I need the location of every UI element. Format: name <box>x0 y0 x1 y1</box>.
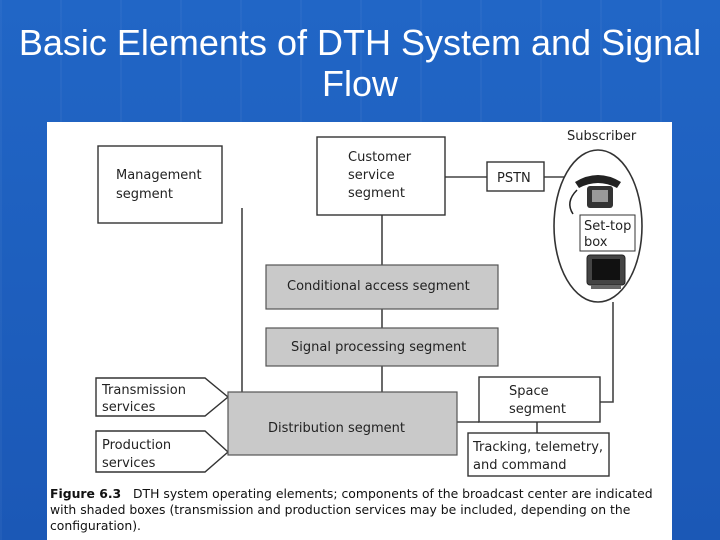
management-label-line1: Management <box>116 168 202 183</box>
signal-processing-label: Signal processing segment <box>291 340 466 355</box>
signal-processing-box <box>265 327 499 367</box>
dth-diagram-figure: Subscriber Set-top box Management segmen… <box>47 122 672 540</box>
telephone-icon <box>569 175 621 215</box>
figure-caption-text: DTH system operating elements; component… <box>50 486 653 533</box>
customer-label-line2: service <box>348 168 395 183</box>
television-icon <box>586 254 626 289</box>
figure-caption-label: Figure 6.3 <box>50 486 122 501</box>
customer-service-box <box>316 136 446 216</box>
space-label-line2: segment <box>509 402 566 417</box>
space-label-line1: Space <box>509 384 549 399</box>
dth-diagram: Subscriber Set-top box Management segmen… <box>95 129 643 477</box>
settop-label-line1: Set-top <box>584 219 631 234</box>
figure-caption: Figure 6.3 DTH system operating elements… <box>50 486 670 534</box>
transmission-label-line2: services <box>102 400 156 415</box>
space-to-settop-line <box>600 302 614 403</box>
tracking-label-line2: and command <box>473 458 566 473</box>
conditional-access-label: Conditional access segment <box>287 279 470 294</box>
management-segment-box <box>97 145 223 224</box>
conditional-access-box <box>265 264 499 310</box>
distribution-label: Distribution segment <box>268 421 405 436</box>
management-label-line2: segment <box>116 187 173 202</box>
customer-label-line1: Customer <box>348 150 412 165</box>
production-label-line2: services <box>102 456 156 471</box>
tracking-telemetry-box <box>467 432 610 477</box>
distribution-segment-box <box>227 391 458 456</box>
production-services-shape <box>95 430 230 473</box>
space-segment-box <box>478 376 601 423</box>
pstn-label: PSTN <box>497 171 531 186</box>
settop-label-line2: box <box>584 235 608 250</box>
transmission-services-shape <box>95 377 230 417</box>
subscriber-label: Subscriber <box>567 129 637 144</box>
production-label-line1: Production <box>102 438 171 453</box>
slide-title: Basic Elements of DTH System and Signal … <box>18 22 702 104</box>
customer-label-line3: segment <box>348 186 405 201</box>
transmission-label-line1: Transmission <box>101 383 186 398</box>
tracking-label-line1: Tracking, telemetry, <box>472 440 603 455</box>
settop-box-frame <box>579 214 636 252</box>
pstn-box <box>486 161 545 192</box>
